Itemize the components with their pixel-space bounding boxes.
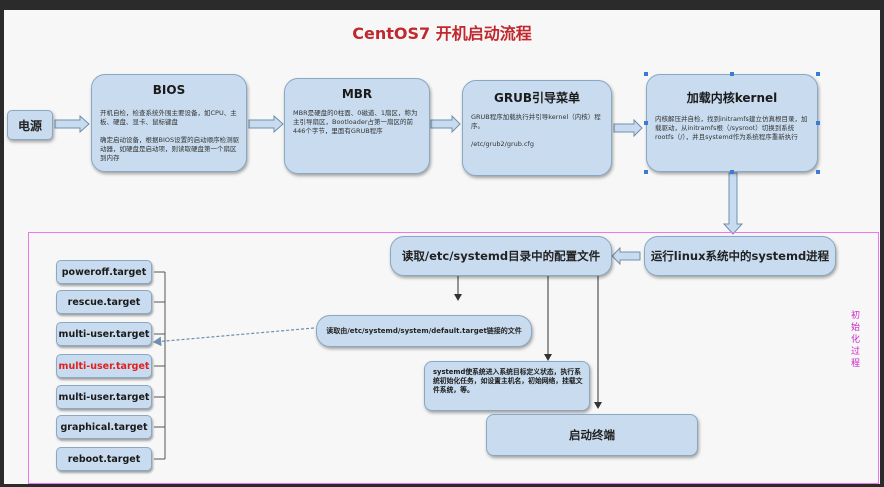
bios-box: BIOS 开机自检，检查系统外围主要设备，如CPU、主板、硬盘、显卡、鼠标键盘 …	[91, 74, 247, 172]
systemd-process-label: 运行linux系统中的systemd进程	[650, 249, 830, 263]
target-label: graphical.target	[60, 421, 148, 433]
selection-handle-br[interactable]	[816, 170, 820, 174]
terminal-label: 启动终端	[569, 428, 615, 442]
targets-bracket	[154, 271, 166, 460]
arrow-default-targets	[152, 327, 315, 347]
target-label: multi-user.target	[58, 328, 150, 340]
read-config-box: 读取/etc/systemd目录中的配置文件	[390, 236, 612, 276]
target-label: poweroff.target	[61, 266, 147, 278]
selection-handle-tc[interactable]	[730, 72, 734, 76]
target-graphical: graphical.target	[56, 415, 152, 439]
target-multi-user-1: multi-user.target	[56, 322, 152, 346]
bios-title: BIOS	[152, 83, 186, 97]
kernel-text: 内核解压并自检，找到initramfs建立仿真根目录，加载驱动，从initram…	[655, 115, 808, 141]
target-multi-user-3: multi-user.target	[56, 385, 152, 409]
power-box: 电源	[7, 110, 53, 140]
mbr-title: MBR	[341, 87, 373, 101]
arrow-power-bios	[54, 114, 90, 134]
power-label: 电源	[17, 118, 42, 133]
arrow-bios-mbr	[248, 114, 284, 134]
selection-handle-ml[interactable]	[644, 121, 648, 125]
target-label: multi-user.target	[58, 360, 150, 372]
default-target-label: 读取由/etc/systemd/system/default.target链接的…	[326, 327, 522, 335]
mbr-box: MBR MBR是硬盘的0柱面、0磁道、1扇区，称为主引导扇区，Bootloade…	[284, 78, 430, 174]
target-label: reboot.target	[67, 453, 141, 465]
selection-handle-bc[interactable]	[730, 170, 734, 174]
arrow-grub-kernel	[613, 118, 643, 138]
selection-handle-tl[interactable]	[644, 72, 648, 76]
read-config-label: 读取/etc/systemd目录中的配置文件	[401, 249, 601, 263]
target-reboot: reboot.target	[56, 447, 152, 471]
bios-text: 开机自检，检查系统外围主要设备，如CPU、主板、硬盘、显卡、鼠标键盘 确定启动设…	[100, 109, 240, 162]
init-process-label: 初始化过程	[851, 311, 861, 369]
arrow-systemd-config	[611, 246, 641, 266]
arrow-mbr-grub	[430, 114, 461, 134]
grub-title: GRUB引导菜单	[494, 91, 580, 105]
sysinit-text: systemd使系统进入系统目标定义状态，执行系统初始化任务，如设置主机名，初始…	[433, 368, 583, 394]
selection-handle-tr[interactable]	[816, 72, 820, 76]
target-label: multi-user.target	[58, 391, 150, 403]
default-target-box: 读取由/etc/systemd/system/default.target链接的…	[316, 315, 532, 347]
systemd-process-box: 运行linux系统中的systemd进程	[644, 236, 836, 276]
target-multi-user-highlighted: multi-user.target	[56, 354, 152, 378]
terminal-box: 启动终端	[486, 414, 698, 456]
grub-box: GRUB引导菜单 GRUB程序加载执行并引导kernel（内核）程序。 /etc…	[462, 80, 612, 176]
target-label: rescue.target	[67, 296, 141, 308]
diagram-title: CentOS7 开机启动流程	[352, 24, 532, 43]
block-arrows	[54, 114, 744, 266]
selection-handle-mr[interactable]	[816, 121, 820, 125]
mbr-text: MBR是硬盘的0柱面、0磁道、1扇区，称为主引导扇区，Bootloader占第一…	[293, 109, 418, 135]
arrow-kernel-systemd	[722, 172, 744, 235]
kernel-box[interactable]: 加载内核kernel 内核解压并自检，找到initramfs建立仿真根目录，加载…	[646, 74, 818, 172]
sysinit-box: systemd使系统进入系统目标定义状态，执行系统初始化任务，如设置主机名，初始…	[424, 361, 590, 411]
grub-text: GRUB程序加载执行并引导kernel（内核）程序。 /etc/grub2/gr…	[471, 113, 601, 148]
target-poweroff: poweroff.target	[56, 260, 152, 284]
diagram-canvas: CentOS7 开机启动流程	[4, 10, 880, 484]
selection-handle-bl[interactable]	[644, 170, 648, 174]
connectors	[54, 114, 744, 460]
init-process-region	[28, 232, 879, 484]
target-rescue: rescue.target	[56, 290, 152, 314]
kernel-title: 加载内核kernel	[686, 91, 778, 105]
